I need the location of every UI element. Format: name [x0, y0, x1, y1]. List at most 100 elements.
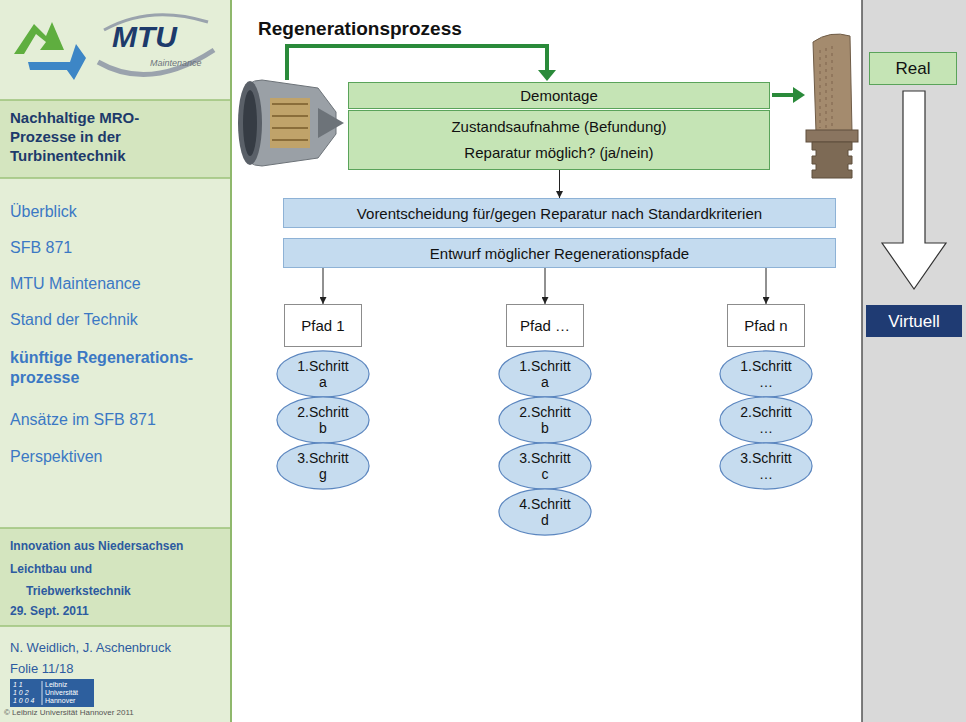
green-arrowhead: [793, 87, 805, 103]
ellipse-shape: [499, 489, 591, 535]
nav-item-active: künftige Regenerations- prozesse: [10, 348, 228, 388]
nav-item: Ansätze im SFB 871: [10, 410, 156, 430]
sidebar-heading: Nachhaltige MRO-Prozesse in der Turbinen…: [10, 108, 195, 165]
path-box: Pfad 1: [284, 304, 362, 347]
author-names: N. Weidlich, J. Aschenbruck: [10, 640, 171, 656]
step-ellipse: 3.Schritt …: [719, 442, 813, 490]
node-text: 3.Schritt g: [294, 450, 352, 482]
node-text: 3.Schritt c: [516, 450, 574, 482]
ellipse-shape: [499, 397, 591, 443]
nav-item: MTU Maintenance: [10, 274, 141, 294]
node-text: 4.Schritt d: [516, 496, 574, 528]
step-ellipse: 3.Schritt c: [498, 442, 592, 490]
ellipse-shape: [277, 397, 369, 443]
step-ellipse: 2.Schritt b: [276, 396, 370, 444]
node-text: Vorentscheidung für/gegen Reparatur nach…: [357, 204, 762, 223]
step-ellipse: 1.Schritt a: [498, 350, 592, 398]
copyright-note: © Leibniz Universität Hannover 2011: [4, 708, 134, 718]
step-ellipse: 4.Schritt d: [498, 488, 592, 536]
engine-intake: [238, 81, 262, 165]
recycle-logo-arrow: [14, 22, 64, 54]
node-text: Entwurf möglicher Regenerationspfade: [430, 244, 689, 263]
node-text: 1.Schritt …: [737, 358, 795, 390]
flow-arrow: [766, 268, 767, 304]
sidebar-rule: [0, 99, 231, 101]
node-text: 2.Schritt …: [737, 404, 795, 436]
node-text: Pfad …: [520, 316, 570, 335]
green-flow-arrow: [772, 93, 794, 97]
flow-arrow: [323, 268, 324, 304]
green-flow-arrow: [287, 46, 547, 80]
node-text: Pfad n: [744, 316, 787, 335]
node-text: 3.Schritt …: [737, 450, 795, 482]
path-box: Pfad n: [727, 304, 805, 347]
slide-title: Regenerationsprozess: [258, 18, 462, 40]
blade-cooling-holes: [820, 46, 832, 128]
nav-item: Perspektiven: [10, 447, 103, 467]
process-box: Demontage: [348, 82, 770, 109]
leibniz-logo-rule: [42, 681, 43, 705]
sidebar-rule: [0, 177, 231, 179]
engine-illustration: [238, 80, 344, 166]
ellipse-shape: [720, 397, 812, 443]
process-box: Zustandsaufnahme (Befundung) Reparatur m…: [348, 110, 770, 170]
sidebar-rule: [0, 625, 231, 627]
ellipse-shape: [720, 351, 812, 397]
right-panel-border: [861, 0, 863, 722]
engine-exhaust-cone: [318, 108, 344, 138]
node-text: 1.Schritt a: [294, 358, 352, 390]
node-text: Real: [896, 58, 931, 79]
ellipse-shape: [277, 351, 369, 397]
node-text: 2.Schritt b: [516, 404, 574, 436]
sidebar-border: [230, 0, 232, 722]
leibniz-logo: [10, 679, 94, 707]
slide-number: Folie 11/18: [10, 661, 73, 677]
decision-band: Vorentscheidung für/gegen Reparatur nach…: [283, 198, 836, 228]
node-text: Pfad 1: [301, 316, 344, 335]
green-arrowhead: [538, 70, 556, 81]
node-text: 1.Schritt a: [516, 358, 574, 390]
nav-item: SFB 871: [10, 238, 72, 258]
ellipse-shape: [499, 351, 591, 397]
sidebar-header-band: [0, 100, 231, 178]
blade-airfoil: [813, 34, 852, 132]
nav-item: Überblick: [10, 202, 77, 222]
ellipse-shape: [499, 443, 591, 489]
logo-text: Leibniz Universität Hannover: [45, 681, 91, 705]
event-date: 29. Sept. 2011: [10, 603, 89, 619]
logo-text: MTU: [112, 20, 177, 54]
ellipse-shape: [720, 443, 812, 489]
right-panel: [862, 0, 966, 722]
hollow-arrow: [882, 91, 946, 289]
step-ellipse: 2.Schritt …: [719, 396, 813, 444]
blade-root: [812, 142, 852, 178]
event-note: Innovation aus Niedersachsen: [10, 538, 183, 554]
step-ellipse: 1.Schritt …: [719, 350, 813, 398]
blade-illustration: [806, 34, 858, 178]
event-note: Leichtbau und Triebwerkstechnik: [10, 558, 156, 602]
flow-arrow: [559, 170, 560, 198]
sidebar-ground: [0, 0, 231, 722]
logo-digits: 1 0 2: [13, 689, 41, 697]
logo-digits: 1 0 0 4: [13, 697, 41, 705]
engine-fan: [243, 90, 257, 156]
step-ellipse: 1.Schritt a: [276, 350, 370, 398]
recycle-logo-arrow: [28, 44, 86, 80]
engine-accessory: [270, 98, 310, 148]
logo-digits: 1 1: [13, 681, 41, 689]
sidebar-footer-band: [0, 528, 231, 626]
node-text: Zustandsaufnahme (Befundung) Reparatur m…: [429, 114, 689, 166]
node-text: 2.Schritt b: [294, 404, 352, 436]
stage-box: Virtuell: [866, 305, 962, 337]
step-ellipse: 3.Schritt g: [276, 442, 370, 490]
node-text: Demontage: [520, 86, 598, 105]
mtu-logo-swoosh: [98, 50, 214, 75]
node-text: Virtuell: [888, 311, 940, 332]
decision-band: Entwurf möglicher Regenerationspfade: [283, 238, 836, 268]
ellipse-shape: [277, 443, 369, 489]
logo-text: Maintenance: [150, 58, 202, 69]
stage-box: Real: [869, 52, 957, 85]
path-box: Pfad …: [506, 304, 584, 347]
